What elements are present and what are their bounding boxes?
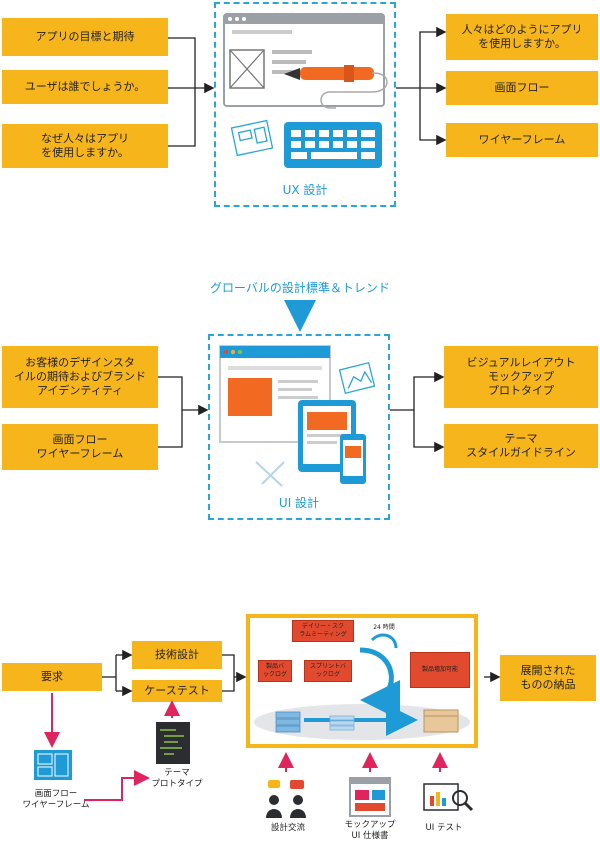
ui-output-visual: ビジュアルレイアウト モックアップ プロトタイプ xyxy=(444,346,598,408)
pencil-ruler-icon xyxy=(255,461,285,487)
potential-product-box: 製品増加可能 xyxy=(410,652,470,688)
sprint-backlog-box: スプリントバ ックログ xyxy=(304,660,352,682)
code-document-icon xyxy=(156,722,190,764)
mockup-spec-label: モックアップ UI 仕様書 xyxy=(344,820,396,841)
design-exchange-label: 設計交流 xyxy=(270,823,305,833)
hours24-label: 24 時間 xyxy=(373,624,395,631)
pen-icon xyxy=(284,65,388,109)
ui-test-label: UI テスト xyxy=(425,823,463,833)
ui-design-caption: UI 設計 xyxy=(278,496,320,510)
people-talk-icon xyxy=(266,780,306,818)
product-backlog-box: 製品バ ックログ xyxy=(258,660,292,682)
wireframe-blueprint-icon xyxy=(34,750,72,780)
ux-input-connectors xyxy=(168,37,215,147)
case-test-box: ケーステスト xyxy=(132,680,222,702)
daily-cycle-arrow xyxy=(370,633,398,649)
scrum-meeting-box: デイリー・スク ラムミーティング xyxy=(292,620,354,642)
ux-design-frame xyxy=(214,2,396,207)
sprint-cycle-arrow xyxy=(359,647,401,720)
phone-icon xyxy=(340,434,366,484)
agile-connectors xyxy=(102,649,501,697)
ux-input-users: ユーザは誰でしょうか。 xyxy=(2,70,168,104)
ui-input-flow: 画面フロー ワイヤーフレーム xyxy=(2,424,158,470)
backlog-stack-icon xyxy=(275,711,301,733)
ux-input-why: なぜ人々はアプリ を使用しますか。 xyxy=(2,124,168,168)
keyboard-icon xyxy=(284,122,382,168)
tech-design-box: 技術設計 xyxy=(132,641,222,669)
ui-design-frame xyxy=(208,334,390,520)
wireframe-label: 画面フロー ワイヤーフレーム xyxy=(22,789,90,810)
ux-output-how: 人々はどのようにアプリ を使用しますか。 xyxy=(446,14,598,60)
ux-design-caption: UX 設計 xyxy=(282,183,328,197)
ui-test-magnifier-icon xyxy=(423,783,474,812)
sprint-stack-icon xyxy=(329,715,355,731)
ui-output-theme: テーマ スタイルガイドライン xyxy=(444,424,598,468)
delivery-box: 展開された ものの納品 xyxy=(500,655,596,701)
image-icon xyxy=(338,361,376,395)
ux-input-goals: アプリの目標と期待 xyxy=(2,18,168,56)
ui-input-brand: お客様のデザインスタ イルの期待およびブランド アイデンティティ xyxy=(2,346,158,408)
sketch-icon xyxy=(230,119,274,157)
product-box-icon xyxy=(423,709,459,733)
ux-output-wireframe: ワイヤーフレーム xyxy=(446,123,598,157)
ux-output-flow: 画面フロー xyxy=(446,71,598,105)
ux-output-connectors xyxy=(396,26,447,146)
global-standards-label: グローバルの設計標準＆トレンド xyxy=(210,281,390,295)
ui-input-connectors xyxy=(158,376,209,448)
requirement-box: 要求 xyxy=(2,663,102,691)
ui-output-connectors xyxy=(390,371,445,453)
pink-arrows xyxy=(44,693,448,801)
theme-prototype-label: テーマ プロトタイプ xyxy=(151,768,203,789)
ux-wireframe-illustration xyxy=(223,13,385,107)
mockup-spec-icon xyxy=(349,777,391,817)
